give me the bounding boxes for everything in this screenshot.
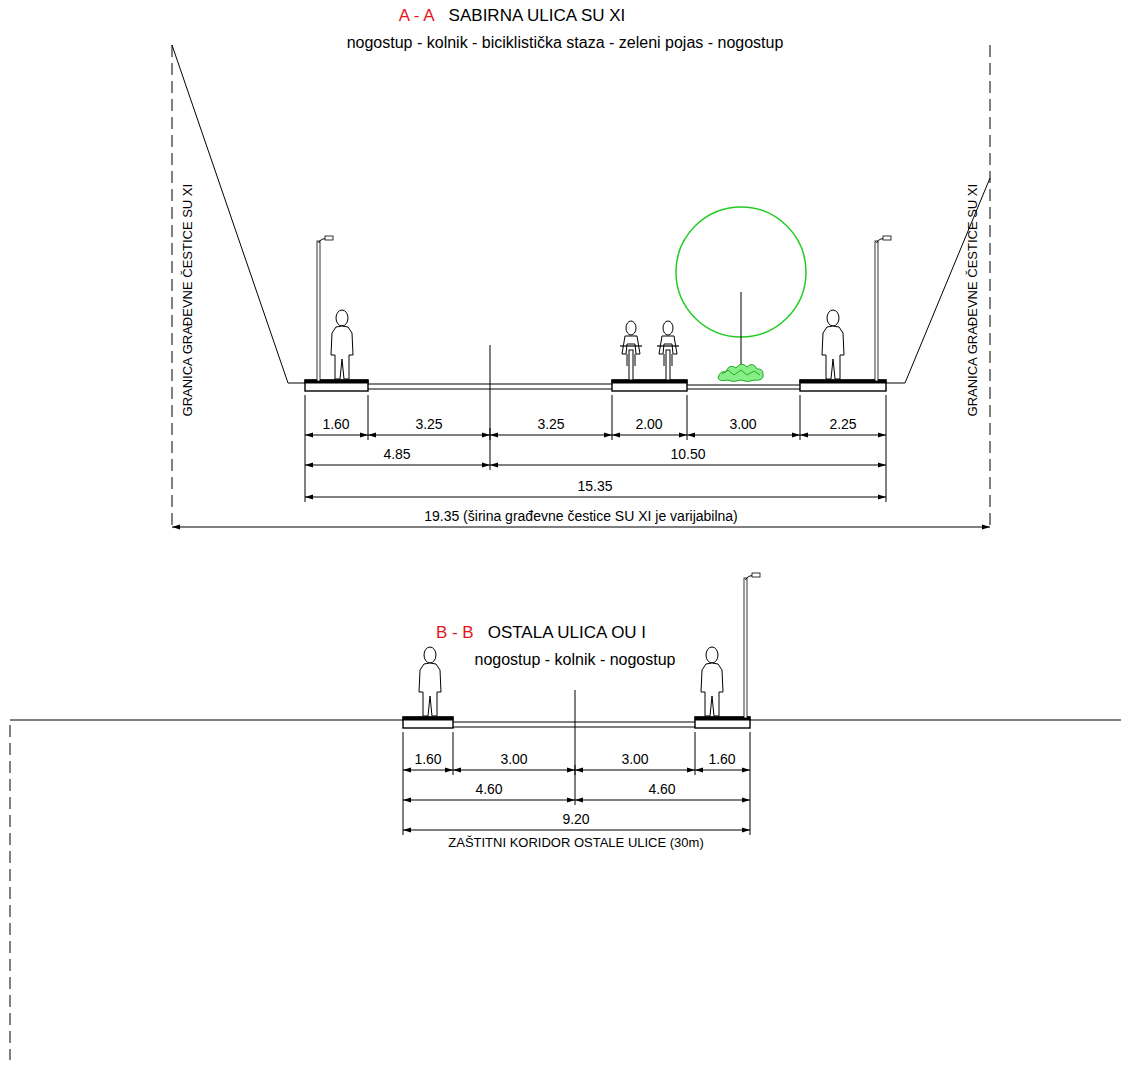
dimension-text: 4.60	[648, 782, 675, 797]
extension-line	[575, 765, 576, 805]
dimension-text: 3.25	[537, 417, 564, 432]
corridor-label: ZAŠTITNI KORIDOR OSTALE ULICE (30m)	[448, 836, 703, 850]
axis-line	[490, 345, 491, 440]
curb-top	[305, 380, 368, 383]
dimension-arrows	[172, 433, 990, 530]
shrub	[718, 364, 763, 381]
curb-top	[403, 717, 453, 720]
section-title: SABIRNA ULICA SU XI	[449, 7, 626, 26]
extension-line	[453, 732, 454, 775]
terrain-line	[750, 720, 1121, 721]
road-surface	[453, 722, 695, 723]
extension-line	[403, 732, 404, 835]
street-lamp	[744, 573, 760, 718]
dimension-text: 19.35 (širina građevne čestice SU XI je …	[424, 509, 738, 524]
dimension-arrows	[403, 768, 750, 833]
dimension-text: 9.20	[562, 812, 589, 827]
dimension-text: 1.60	[414, 752, 441, 767]
section-subtitle: nogostup - kolnik - biciklistička staza …	[347, 34, 784, 52]
axis-line	[575, 690, 576, 775]
boundary-label: GRANICA GRAĐEVNE ČESTICE SU XI	[181, 184, 195, 417]
road-surface	[453, 727, 695, 728]
sidewalk	[800, 380, 886, 391]
boundary-label: GRANICA GRAĐEVNE ČESTICE SU XI	[966, 184, 980, 417]
dimension-text: 4.85	[383, 447, 410, 462]
curb-top	[695, 717, 750, 720]
boundary-line	[172, 45, 173, 530]
dimension-line	[305, 497, 886, 498]
extension-line	[368, 395, 369, 440]
street-lamp	[875, 236, 891, 381]
section-a	[172, 45, 990, 530]
pedestrian	[701, 647, 723, 716]
sidewalk	[403, 717, 453, 728]
green-strip	[687, 389, 800, 390]
section-mark: B - B	[436, 624, 474, 643]
dimension-text: 3.00	[729, 417, 756, 432]
boundary-line	[990, 45, 991, 530]
dimension-text: 1.60	[322, 417, 349, 432]
extension-line	[800, 395, 801, 440]
curb-top	[800, 380, 886, 383]
extension-line	[490, 428, 491, 470]
dimension-text: 15.35	[577, 479, 612, 494]
section-title: OSTALA ULICA OU I	[488, 624, 646, 643]
extension-line	[687, 395, 688, 440]
extension-line	[886, 395, 887, 502]
cyclist	[657, 321, 679, 380]
pedestrian	[419, 647, 441, 716]
section-b	[10, 690, 1121, 1060]
dimension-text: 10.50	[670, 447, 705, 462]
dimension-text: 3.25	[415, 417, 442, 432]
sidewalk	[695, 717, 750, 728]
dimension-text: 3.00	[500, 752, 527, 767]
pedestrian	[822, 310, 844, 379]
dimension-line	[403, 830, 750, 831]
cyclist	[620, 321, 642, 380]
pedestrian	[331, 310, 353, 379]
green-strip	[687, 385, 800, 386]
sidewalk	[305, 380, 368, 391]
bike-path	[612, 380, 687, 391]
extension-line	[612, 395, 613, 440]
curb-top	[612, 380, 687, 383]
dimension-line	[172, 527, 990, 528]
dimension-text: 2.00	[635, 417, 662, 432]
street-lamp	[317, 236, 333, 381]
dimension-text: 2.25	[829, 417, 856, 432]
extension-line	[750, 732, 751, 835]
dimension-text: 1.60	[708, 752, 735, 767]
section-subtitle: nogostup - kolnik - nogostup	[474, 651, 675, 669]
shrub	[722, 370, 760, 375]
corridor-line	[10, 725, 11, 1060]
dimension-line	[305, 465, 886, 466]
terrain-line	[10, 720, 403, 721]
section-mark: A - A	[399, 7, 435, 26]
dimension-text: 3.00	[621, 752, 648, 767]
extension-line	[695, 732, 696, 775]
extension-line	[305, 395, 306, 502]
dimension-text: 4.60	[475, 782, 502, 797]
